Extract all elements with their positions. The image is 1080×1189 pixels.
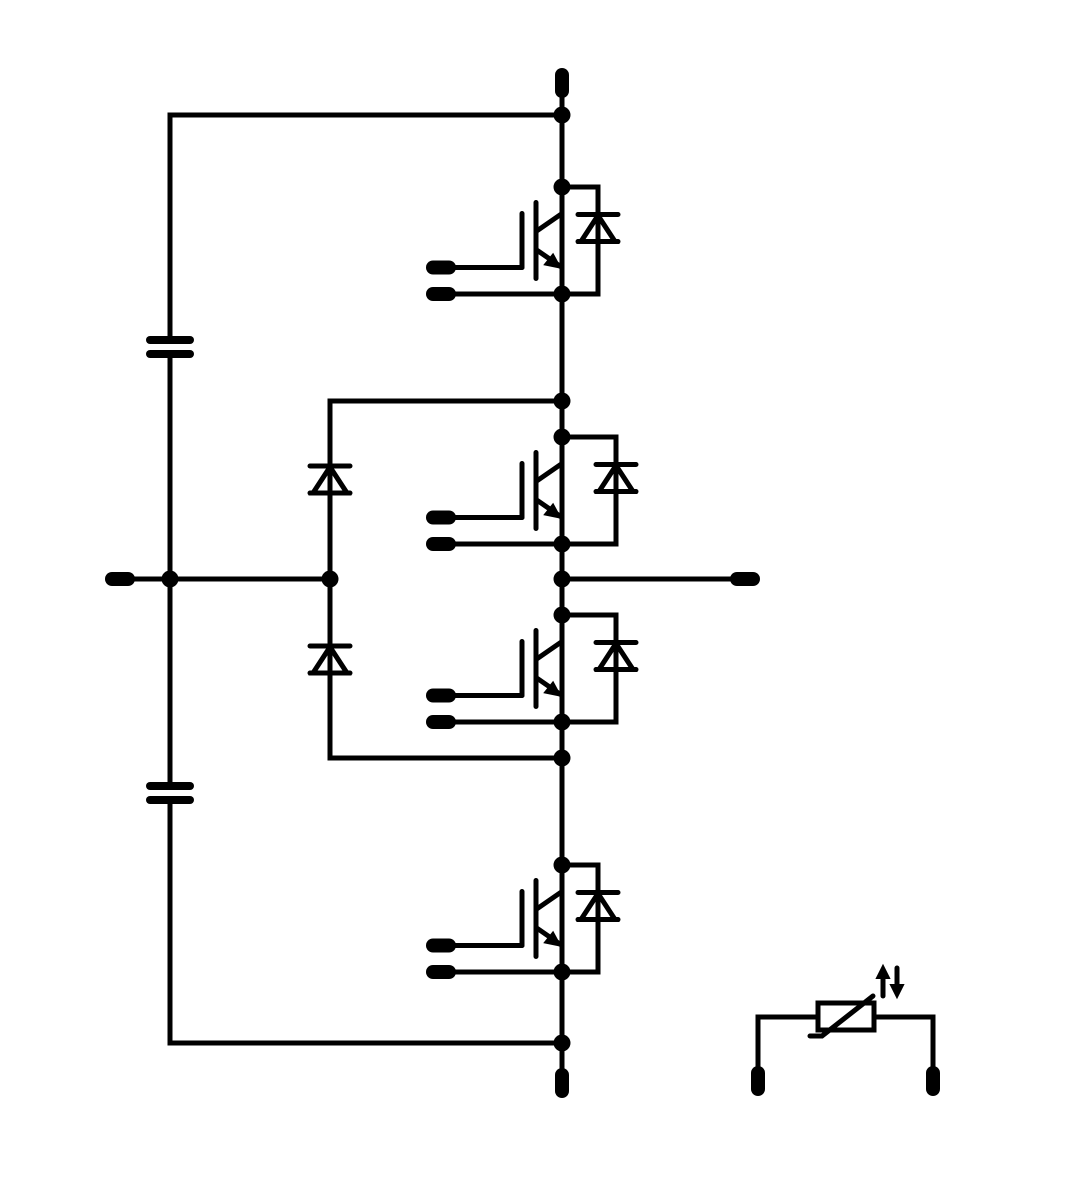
igbt-emitter bbox=[533, 497, 565, 547]
capacitor-plate-top bbox=[146, 782, 194, 790]
terminal-dc-minus bbox=[555, 1068, 569, 1098]
junction-dot bbox=[553, 1034, 571, 1052]
terminal-neutral bbox=[105, 572, 135, 586]
igbt-emitter-arrow bbox=[543, 930, 562, 947]
wires bbox=[117, 77, 748, 1093]
terminal-aux-emitter bbox=[426, 537, 456, 551]
igbt-t1 bbox=[442, 184, 601, 297]
terminal-gate bbox=[426, 260, 456, 275]
igbt-t4 bbox=[442, 862, 601, 975]
clamp-diode-lower bbox=[307, 642, 353, 676]
dc-minus-rail bbox=[167, 796, 565, 1046]
capacitor-plate-bottom bbox=[146, 350, 194, 358]
junction-dot bbox=[553, 392, 571, 410]
ntc-body bbox=[815, 1000, 877, 1033]
terminal-gate bbox=[426, 510, 456, 525]
freewheeling-diode bbox=[575, 210, 621, 244]
igbt-collector bbox=[533, 434, 565, 484]
igbt-collector bbox=[533, 184, 565, 234]
junction-dot bbox=[553, 749, 571, 767]
junction-dot bbox=[161, 570, 179, 588]
terminal-aux-emitter bbox=[426, 965, 456, 979]
terminal-dc-plus bbox=[555, 68, 569, 98]
igbt-emitter-arrow bbox=[543, 680, 562, 697]
freewheeling-diode bbox=[593, 638, 639, 672]
igbt-collector bbox=[533, 862, 565, 912]
capacitor-lower bbox=[146, 782, 194, 804]
ntc-arrow-down-head bbox=[889, 984, 905, 1000]
ntc-lead-right bbox=[871, 1014, 936, 1073]
igbts bbox=[442, 184, 619, 975]
diodes bbox=[307, 210, 639, 922]
terminal-aux-emitter bbox=[426, 715, 456, 729]
freewheeling-diode bbox=[593, 460, 639, 494]
terminal-gate bbox=[426, 688, 456, 703]
igbt-emitter bbox=[533, 247, 565, 297]
igbt-emitter bbox=[533, 925, 565, 975]
igbt-t2 bbox=[442, 434, 619, 547]
igbt-emitter-arrow bbox=[543, 252, 562, 269]
igbt-t3 bbox=[442, 612, 619, 725]
terminal-gate bbox=[426, 938, 456, 953]
capacitor-upper bbox=[146, 336, 194, 358]
junction-dot bbox=[553, 570, 571, 588]
capacitors bbox=[146, 336, 194, 804]
terminals bbox=[105, 68, 940, 1098]
freewheeling-diode bbox=[575, 888, 621, 922]
igbt-collector bbox=[533, 612, 565, 662]
dc-plus-rail bbox=[167, 112, 565, 343]
igbt-emitter bbox=[533, 675, 565, 725]
terminal-ac-output bbox=[730, 572, 760, 586]
terminal-ntc-2 bbox=[926, 1066, 940, 1096]
junction-dot bbox=[553, 106, 571, 124]
ntc-arrow-up-head bbox=[875, 963, 891, 979]
terminal-ntc-1 bbox=[751, 1066, 765, 1096]
ntc-lead-left bbox=[755, 1014, 821, 1073]
igbt-emitter-arrow bbox=[543, 502, 562, 519]
terminal-aux-emitter bbox=[426, 287, 456, 301]
clamp-diode-upper bbox=[307, 462, 353, 496]
junction-dot bbox=[321, 570, 339, 588]
ntc-diagonal bbox=[807, 993, 876, 1039]
clamp-diode-loop bbox=[327, 398, 565, 761]
ntc-thermistor bbox=[755, 963, 936, 1073]
capacitor-plate-bottom bbox=[146, 796, 194, 804]
capacitor-plate-top bbox=[146, 336, 194, 344]
